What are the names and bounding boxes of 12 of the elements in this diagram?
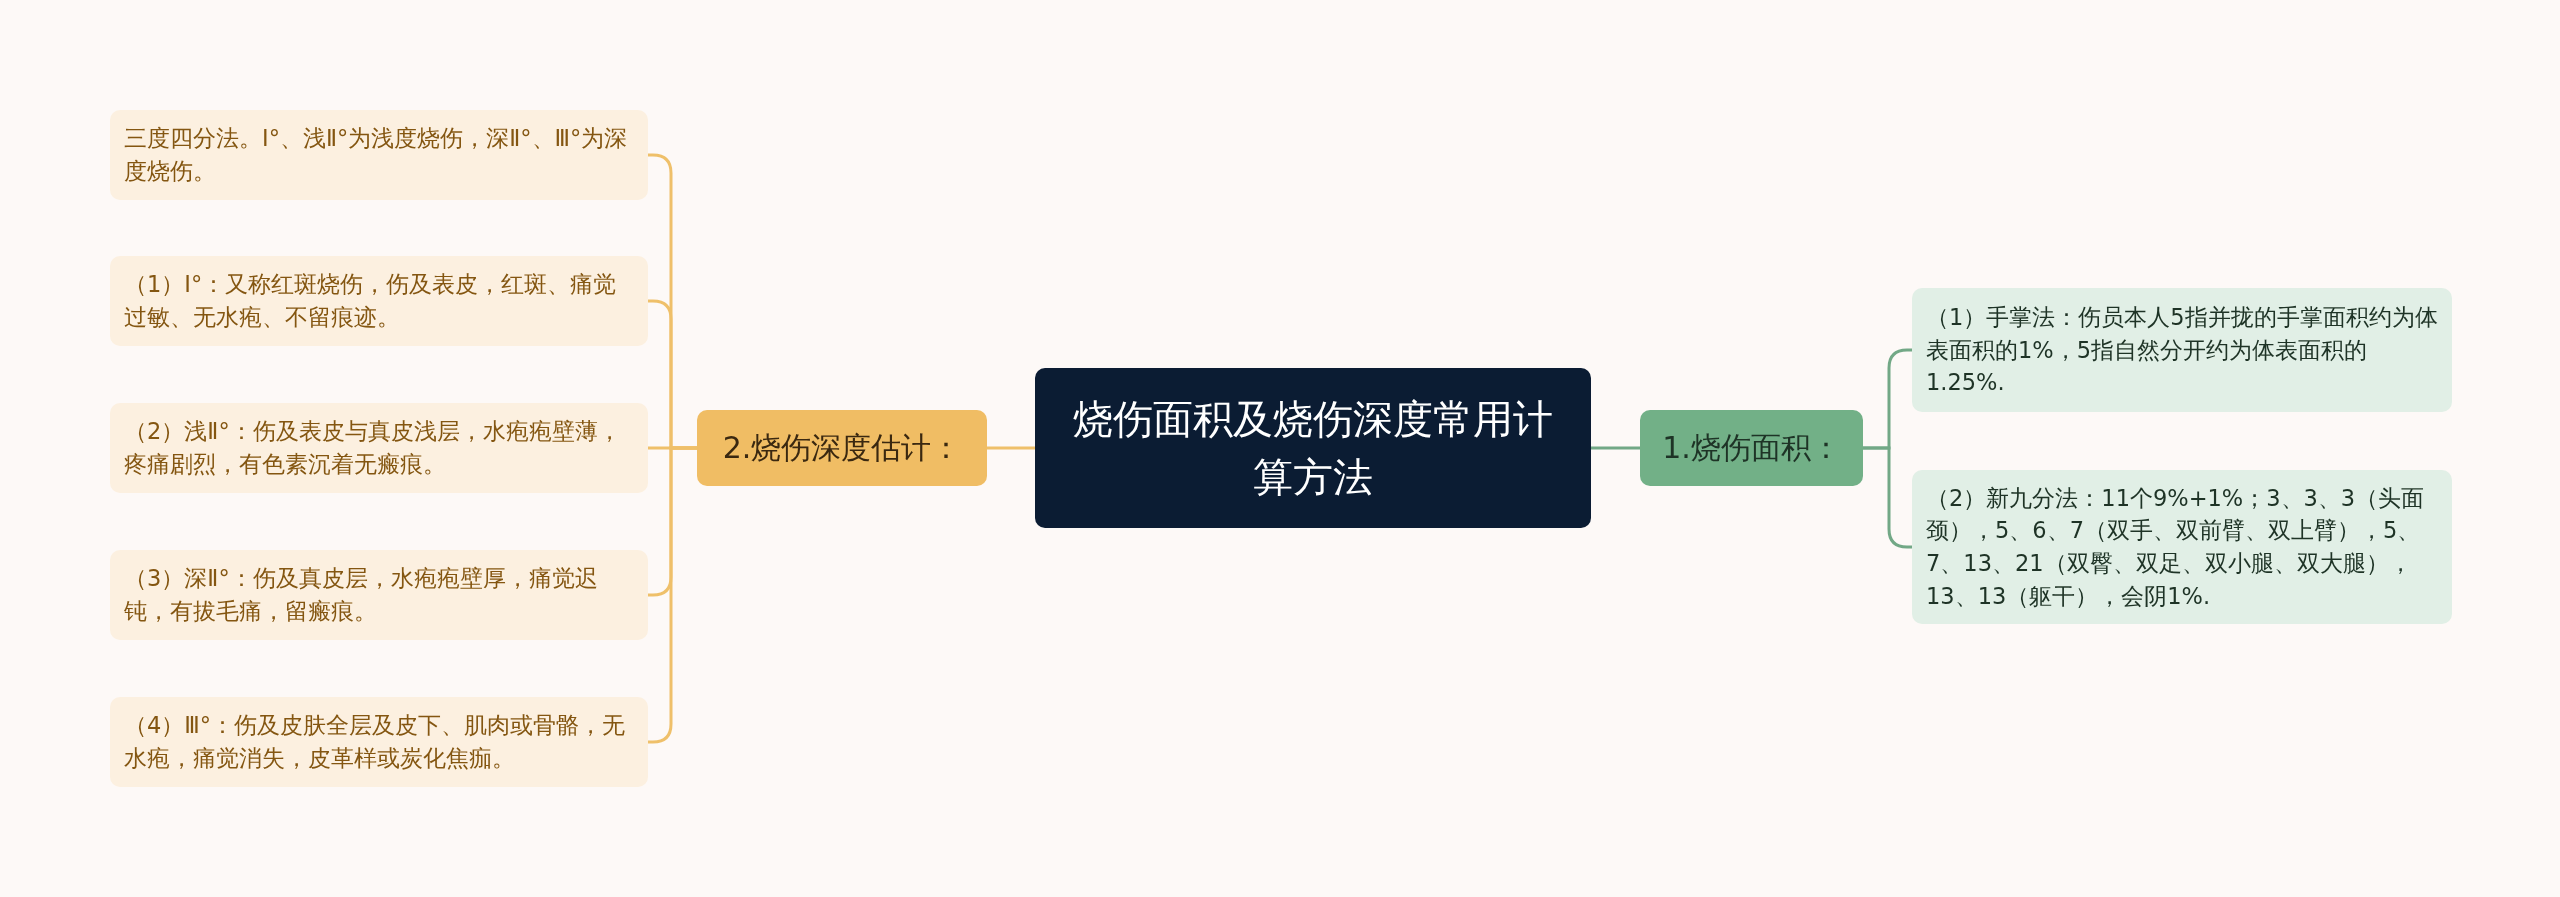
topic-box: 2.烧伤深度估计： — [697, 410, 987, 486]
note-box: （3）深Ⅱ°：伤及真皮层，水疱疱壁厚，痛觉迟钝，有拔毛痛，留瘢痕。 — [110, 550, 648, 640]
note-box: （2）浅Ⅱ°：伤及表皮与真皮浅层，水疱疱壁薄，疼痛剧烈，有色素沉着无瘢痕。 — [110, 403, 648, 493]
note-box: （2）新九分法：11个9%+1%；3、3、3（头面颈），5、6、7（双手、双前臂、双上臂），5、7、13、21（双臀、双足、双小腿、双大腿），13、13（躯干），会阴1%. — [1912, 470, 2452, 624]
title-box: 烧伤面积及烧伤深度常用计算方法 — [1035, 368, 1591, 528]
note-box: （4）Ⅲ°：伤及皮肤全层及皮下、肌肉或骨骼，无水疱，痛觉消失，皮革样或炭化焦痂。 — [110, 697, 648, 787]
note-box: （1）手掌法：伤员本人5指并拢的手掌面积约为体表面积的1%，5指自然分开约为体表面积的1.25%. — [1912, 288, 2452, 412]
connector-line — [987, 446, 1035, 450]
note-box: （1）I°：又称红斑烧伤，伤及表皮，红斑、痛觉过敏、无水疱、不留痕迹。 — [110, 256, 648, 346]
topic-box: 1.烧伤面积： — [1640, 410, 1863, 486]
note-box: 三度四分法。I°、浅Ⅱ°为浅度烧伤，深Ⅱ°、Ⅲ°为深度烧伤。 — [110, 110, 648, 200]
connector-line — [1591, 446, 1640, 450]
